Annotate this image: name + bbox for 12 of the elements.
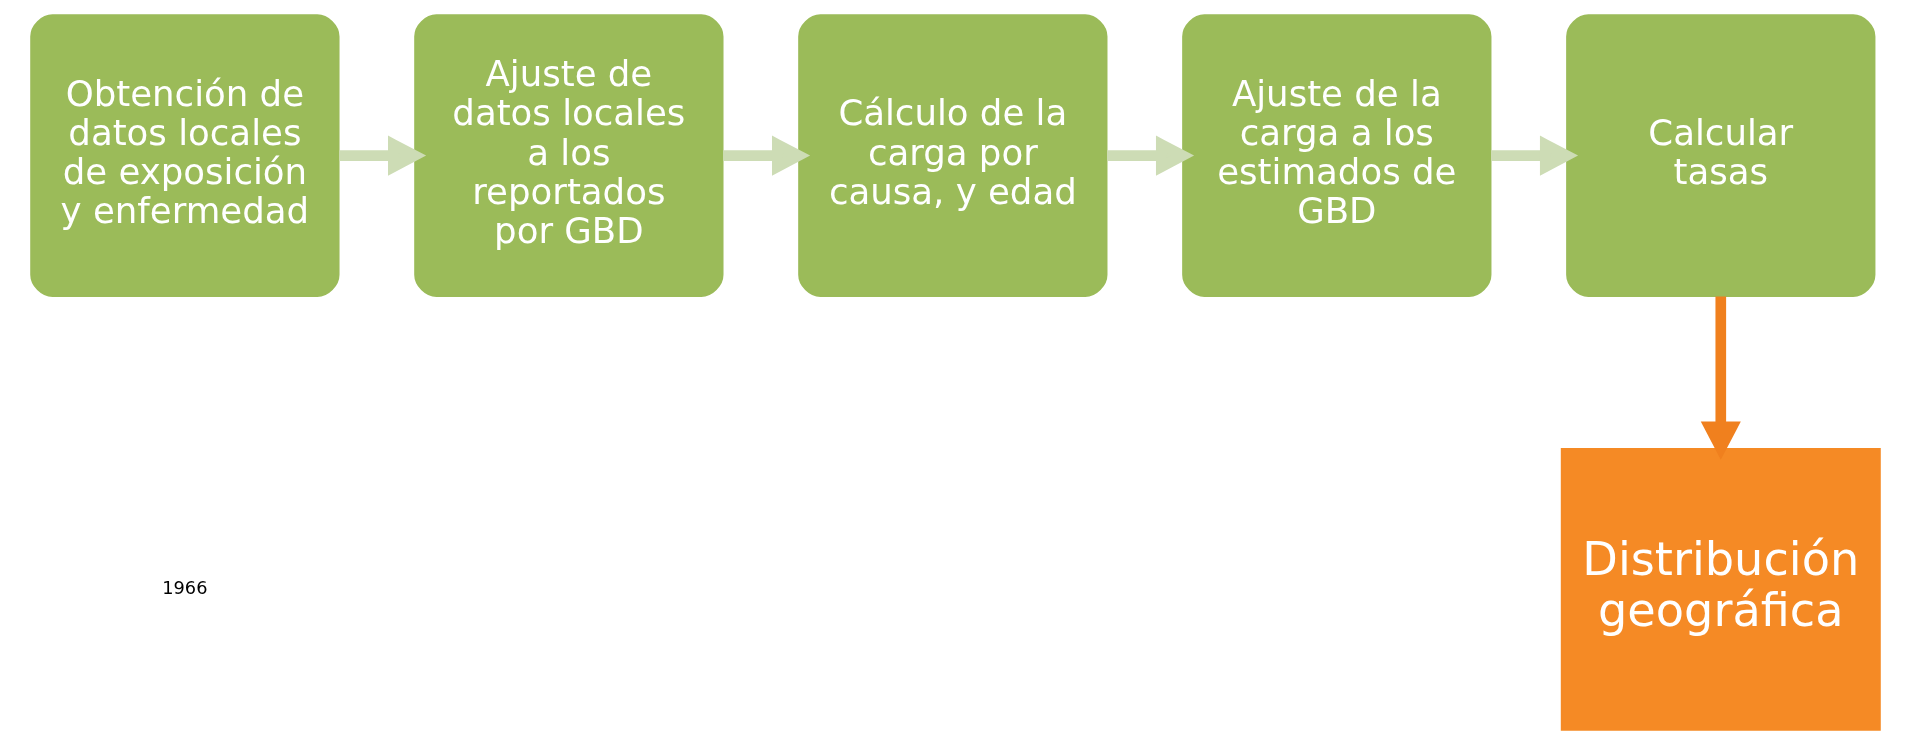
node-box: Ajuste de la carga a los estimados de GBD bbox=[1182, 14, 1492, 297]
arrow bbox=[1700, 296, 1741, 460]
node-box: Obtención de datos locales de exposición y enfermedad bbox=[30, 14, 340, 297]
arrow bbox=[1107, 135, 1195, 176]
node-box: Cálculo de la carga por causa, y edad bbox=[798, 14, 1108, 297]
node-box: Ajuste de datos locales a los reportados por GBD bbox=[414, 14, 724, 297]
arrow bbox=[339, 135, 427, 176]
arrow bbox=[723, 135, 811, 176]
label: 1966 bbox=[162, 577, 208, 598]
arrow bbox=[1491, 135, 1579, 176]
node-box: Calcular tasas bbox=[1566, 14, 1876, 297]
node-box: Distribución geográfica bbox=[1560, 448, 1881, 731]
